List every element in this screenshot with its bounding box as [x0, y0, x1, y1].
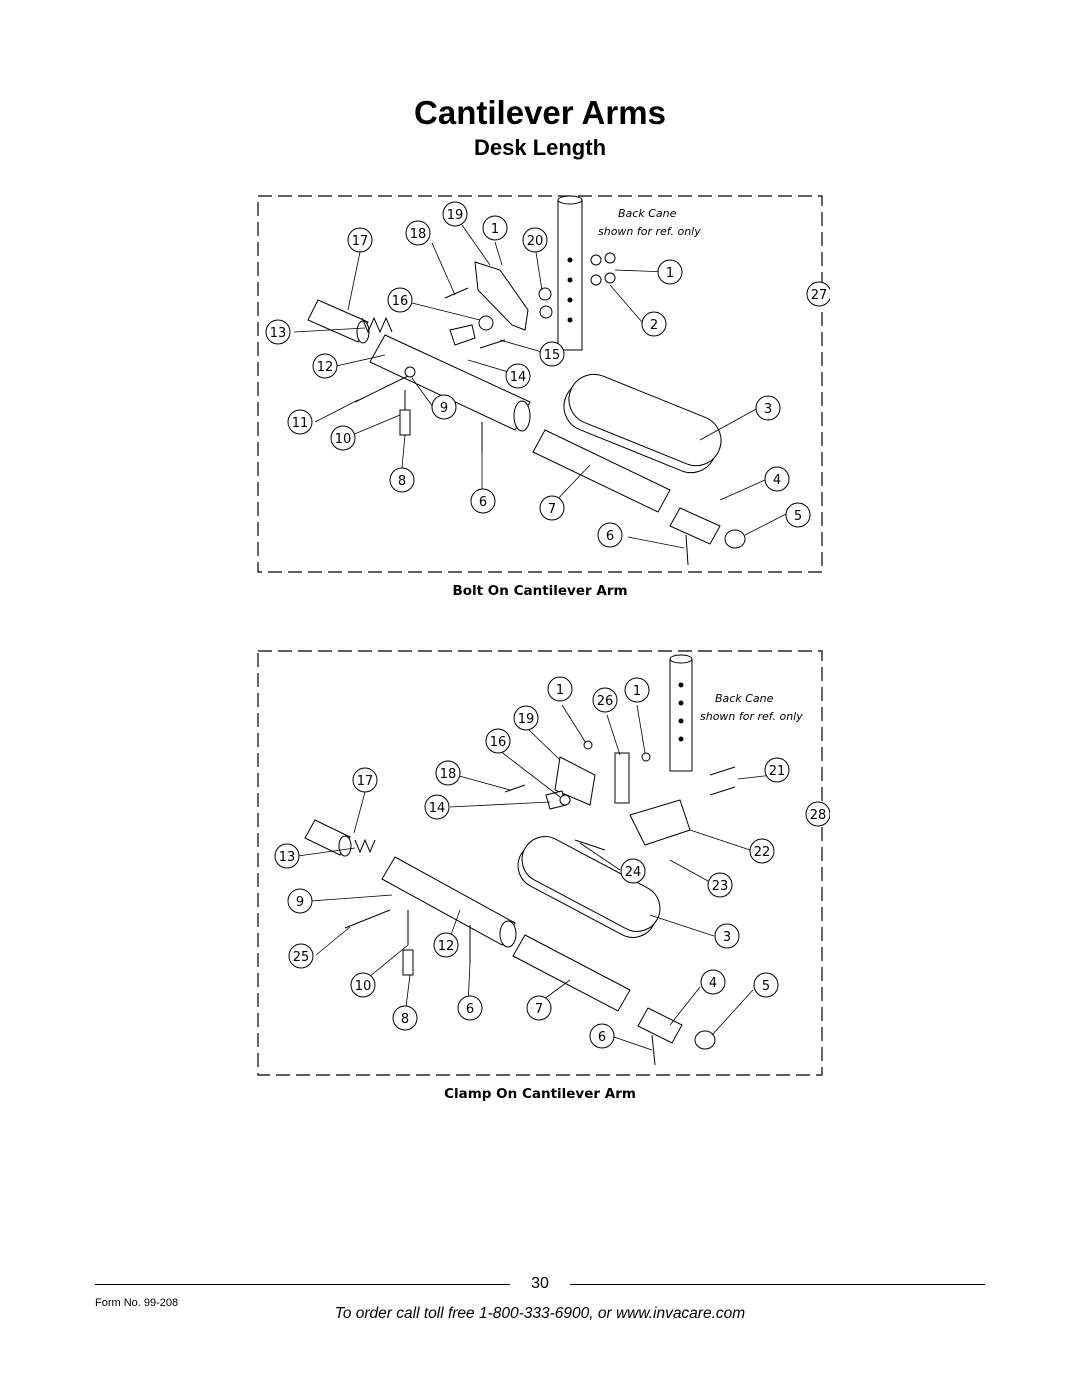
callout-label: 17	[357, 774, 374, 789]
callout-label: 3	[764, 402, 772, 417]
callout-label: 8	[398, 474, 406, 489]
callout-label: 8	[401, 1012, 409, 1027]
back-cane-part	[669, 654, 693, 772]
armrest-pad-part	[563, 373, 722, 474]
clamp-part	[545, 752, 691, 846]
spring-part	[354, 838, 376, 854]
callout-label: 3	[723, 930, 731, 945]
callout-label: 1	[491, 222, 499, 237]
diagram-border	[257, 650, 823, 1076]
callout-bubbles	[265, 201, 830, 548]
callout-label: 24	[625, 865, 642, 880]
armrest-pad-part	[517, 836, 661, 938]
callout-label: 27	[811, 288, 828, 303]
callout-label: 16	[490, 735, 507, 750]
callout-label: 7	[535, 1002, 543, 1017]
callout-label: 4	[773, 473, 781, 488]
callout-label: 7	[548, 502, 556, 517]
callout-label: 23	[712, 879, 729, 894]
callout-label: 19	[518, 712, 535, 727]
reference-note-line2: shown for ref. only	[700, 710, 803, 723]
callout-label: 14	[429, 801, 446, 816]
bolt-on-arm-diagram: Back Cane shown for ref. only	[257, 195, 830, 573]
footer-rule-left	[95, 1284, 510, 1285]
bolts-part	[344, 740, 736, 1066]
form-number: Form No. 99-208	[95, 1297, 179, 1309]
callout-label: 15	[544, 348, 561, 363]
arm-tube-part	[381, 856, 517, 948]
callout-label: 5	[794, 509, 802, 524]
footer-rule-right	[570, 1284, 985, 1285]
arm-tube-part	[369, 334, 531, 432]
callout-label: 14	[510, 370, 527, 385]
leader-lines	[297, 704, 774, 1051]
diagram-border	[257, 195, 823, 573]
callout-label: 12	[438, 939, 455, 954]
reference-note-line2: shown for ref. only	[598, 225, 701, 238]
reference-note-line1: Back Cane	[618, 207, 677, 220]
callout-label: 28	[810, 808, 827, 823]
callout-label: 13	[279, 850, 296, 865]
bolt-on-arm-caption: Bolt On Cantilever Arm	[452, 583, 628, 599]
bracket-part	[449, 261, 529, 346]
callout-label: 9	[296, 895, 304, 910]
callout-label: 6	[479, 495, 487, 510]
spring-part	[361, 316, 393, 334]
callout-label: 21	[769, 764, 786, 779]
callout-label: 16	[392, 294, 409, 309]
callout-label: 25	[293, 950, 310, 965]
callout-label: 10	[355, 979, 372, 994]
callout-label: 18	[440, 767, 457, 782]
page-title: Cantilever Arms	[414, 94, 666, 131]
callout-label: 13	[270, 326, 287, 341]
lower-tube-part	[532, 429, 746, 549]
socket-tube-part	[307, 299, 370, 344]
callout-label: 11	[292, 416, 309, 431]
page-number: 30	[531, 1275, 549, 1292]
callout-label: 9	[440, 401, 448, 416]
callout-label: 6	[598, 1030, 606, 1045]
callout-label: 2	[650, 318, 658, 333]
callout-label: 12	[317, 360, 334, 375]
socket-tube-part	[304, 819, 352, 857]
lower-tube-part	[512, 934, 716, 1050]
callout-bubbles	[274, 676, 830, 1049]
callout-label: 22	[754, 845, 771, 860]
callout-label: 1	[633, 684, 641, 699]
callout-label: 6	[466, 1002, 474, 1017]
callout-label: 1	[556, 683, 564, 698]
callout-label: 6	[606, 529, 614, 544]
callout-label: 10	[335, 432, 352, 447]
callout-label: 26	[597, 694, 614, 709]
order-info: To order call toll free 1-800-333-6900, …	[334, 1305, 746, 1322]
clamp-on-arm-caption: Clamp On Cantilever Arm	[444, 1086, 636, 1102]
callout-label: 19	[447, 208, 464, 223]
page-subtitle: Desk Length	[473, 135, 607, 160]
callout-label: 5	[762, 979, 770, 994]
leader-lines	[293, 224, 789, 549]
clamp-on-arm-diagram: Back Cane shown for ref. only	[257, 650, 830, 1076]
callout-label: 18	[410, 227, 427, 242]
callout-label: 20	[527, 234, 544, 249]
callout-label: 1	[666, 266, 674, 281]
back-cane-part	[557, 195, 583, 351]
bolts-part	[354, 252, 689, 566]
callout-label: 4	[709, 976, 717, 991]
reference-note-line1: Back Cane	[715, 692, 774, 705]
callout-labels: 1 26 1 19 16 17 18 21 14 28 13 22 24 23 …	[279, 683, 827, 1045]
callout-label: 17	[352, 234, 369, 249]
callout-labels: 19 17 18 1 20 1 2 27 16 13 15 12 14 11 9…	[270, 208, 828, 544]
